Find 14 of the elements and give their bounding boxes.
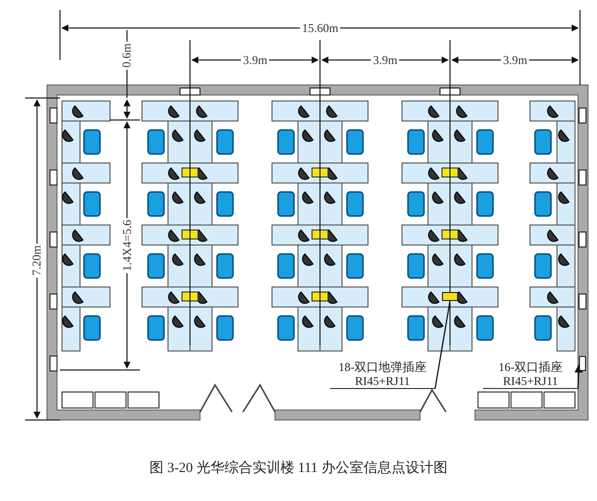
figure-caption: 图 3-20 光华综合实训楼 111 办公室信息点设计图 — [148, 462, 448, 476]
callout-text: 16-双口插座RI45+RJ11 — [483, 360, 578, 389]
wall-socket-icon — [579, 356, 586, 371]
leader-line — [574, 364, 583, 390]
dimension-label: 7.20m — [30, 242, 44, 278]
dimension-label: 0.6m — [120, 40, 134, 70]
floor-outlet-icon — [442, 292, 458, 301]
dimension-label: 15.60m — [300, 22, 340, 34]
dimension-label: 3.9m — [241, 54, 270, 66]
dimension-label: 3.9m — [371, 54, 400, 66]
leader-line — [434, 300, 451, 390]
callout-text: 18-双口地弹插座RI45+RJ11 — [330, 360, 435, 389]
dimension-label: 3.9m — [501, 54, 530, 66]
dimension-label: 1.4X4=5.6 — [120, 217, 134, 273]
